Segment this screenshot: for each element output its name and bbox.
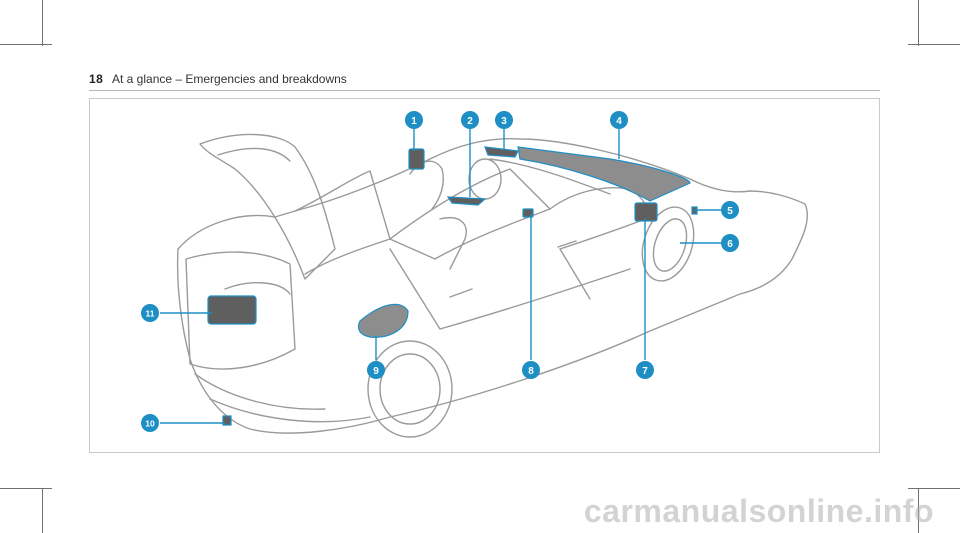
svg-text:11: 11 — [146, 309, 155, 319]
trunk-opening — [185, 251, 296, 370]
callout-8-badge: 8 — [522, 361, 540, 379]
part-2-highlight — [446, 196, 487, 206]
svg-text:9: 9 — [373, 366, 379, 377]
callout-6-badge: 6 — [721, 234, 739, 252]
crop-mark — [42, 488, 43, 533]
svg-text:7: 7 — [642, 366, 648, 377]
part-11-highlight — [207, 295, 257, 325]
section-title: At a glance – Emergencies and breakdowns — [112, 72, 347, 86]
svg-text:4: 4 — [616, 116, 622, 127]
part-10-highlight — [222, 415, 232, 426]
svg-text:10: 10 — [145, 419, 155, 429]
part-7-highlight — [634, 202, 658, 222]
part-4-highlight — [517, 146, 691, 202]
callout-2-badge: 2 — [461, 111, 479, 129]
crop-mark — [0, 44, 52, 45]
svg-text:6: 6 — [727, 239, 733, 250]
page-number: 18 — [89, 72, 104, 86]
part-1-highlight — [408, 148, 425, 170]
vehicle-illustration: 1 2 3 4 5 6 7 8 9 10 11 — [89, 98, 880, 453]
trunk-lid — [199, 133, 336, 280]
svg-text:8: 8 — [528, 366, 534, 377]
callout-badges: 1 2 3 4 5 6 7 8 9 10 11 — [141, 111, 739, 432]
crop-mark — [42, 0, 43, 46]
car-body-outline — [176, 137, 809, 434]
callout-11-badge: 11 — [141, 304, 159, 322]
header-rule — [89, 90, 880, 91]
part-9-highlight — [357, 303, 409, 338]
part-3-highlight — [484, 146, 519, 158]
callout-9-badge: 9 — [367, 361, 385, 379]
callout-5-badge: 5 — [721, 201, 739, 219]
callout-1-badge: 1 — [405, 111, 423, 129]
callout-4-badge: 4 — [610, 111, 628, 129]
car-drawing: 1 2 3 4 5 6 7 8 9 10 11 — [141, 111, 809, 438]
svg-text:3: 3 — [501, 116, 507, 127]
svg-text:1: 1 — [411, 116, 417, 127]
watermark: carmanualsonline.info — [583, 493, 934, 529]
callout-7-badge: 7 — [636, 361, 654, 379]
callout-3-badge: 3 — [495, 111, 513, 129]
svg-text:2: 2 — [467, 116, 473, 127]
crop-mark — [918, 0, 919, 46]
crop-mark — [918, 488, 919, 533]
svg-text:5: 5 — [727, 206, 733, 217]
crop-mark — [908, 488, 960, 489]
crop-mark — [0, 488, 52, 489]
callout-10-badge: 10 — [141, 414, 159, 432]
rear-wheel — [367, 340, 453, 438]
crop-mark — [908, 44, 960, 45]
